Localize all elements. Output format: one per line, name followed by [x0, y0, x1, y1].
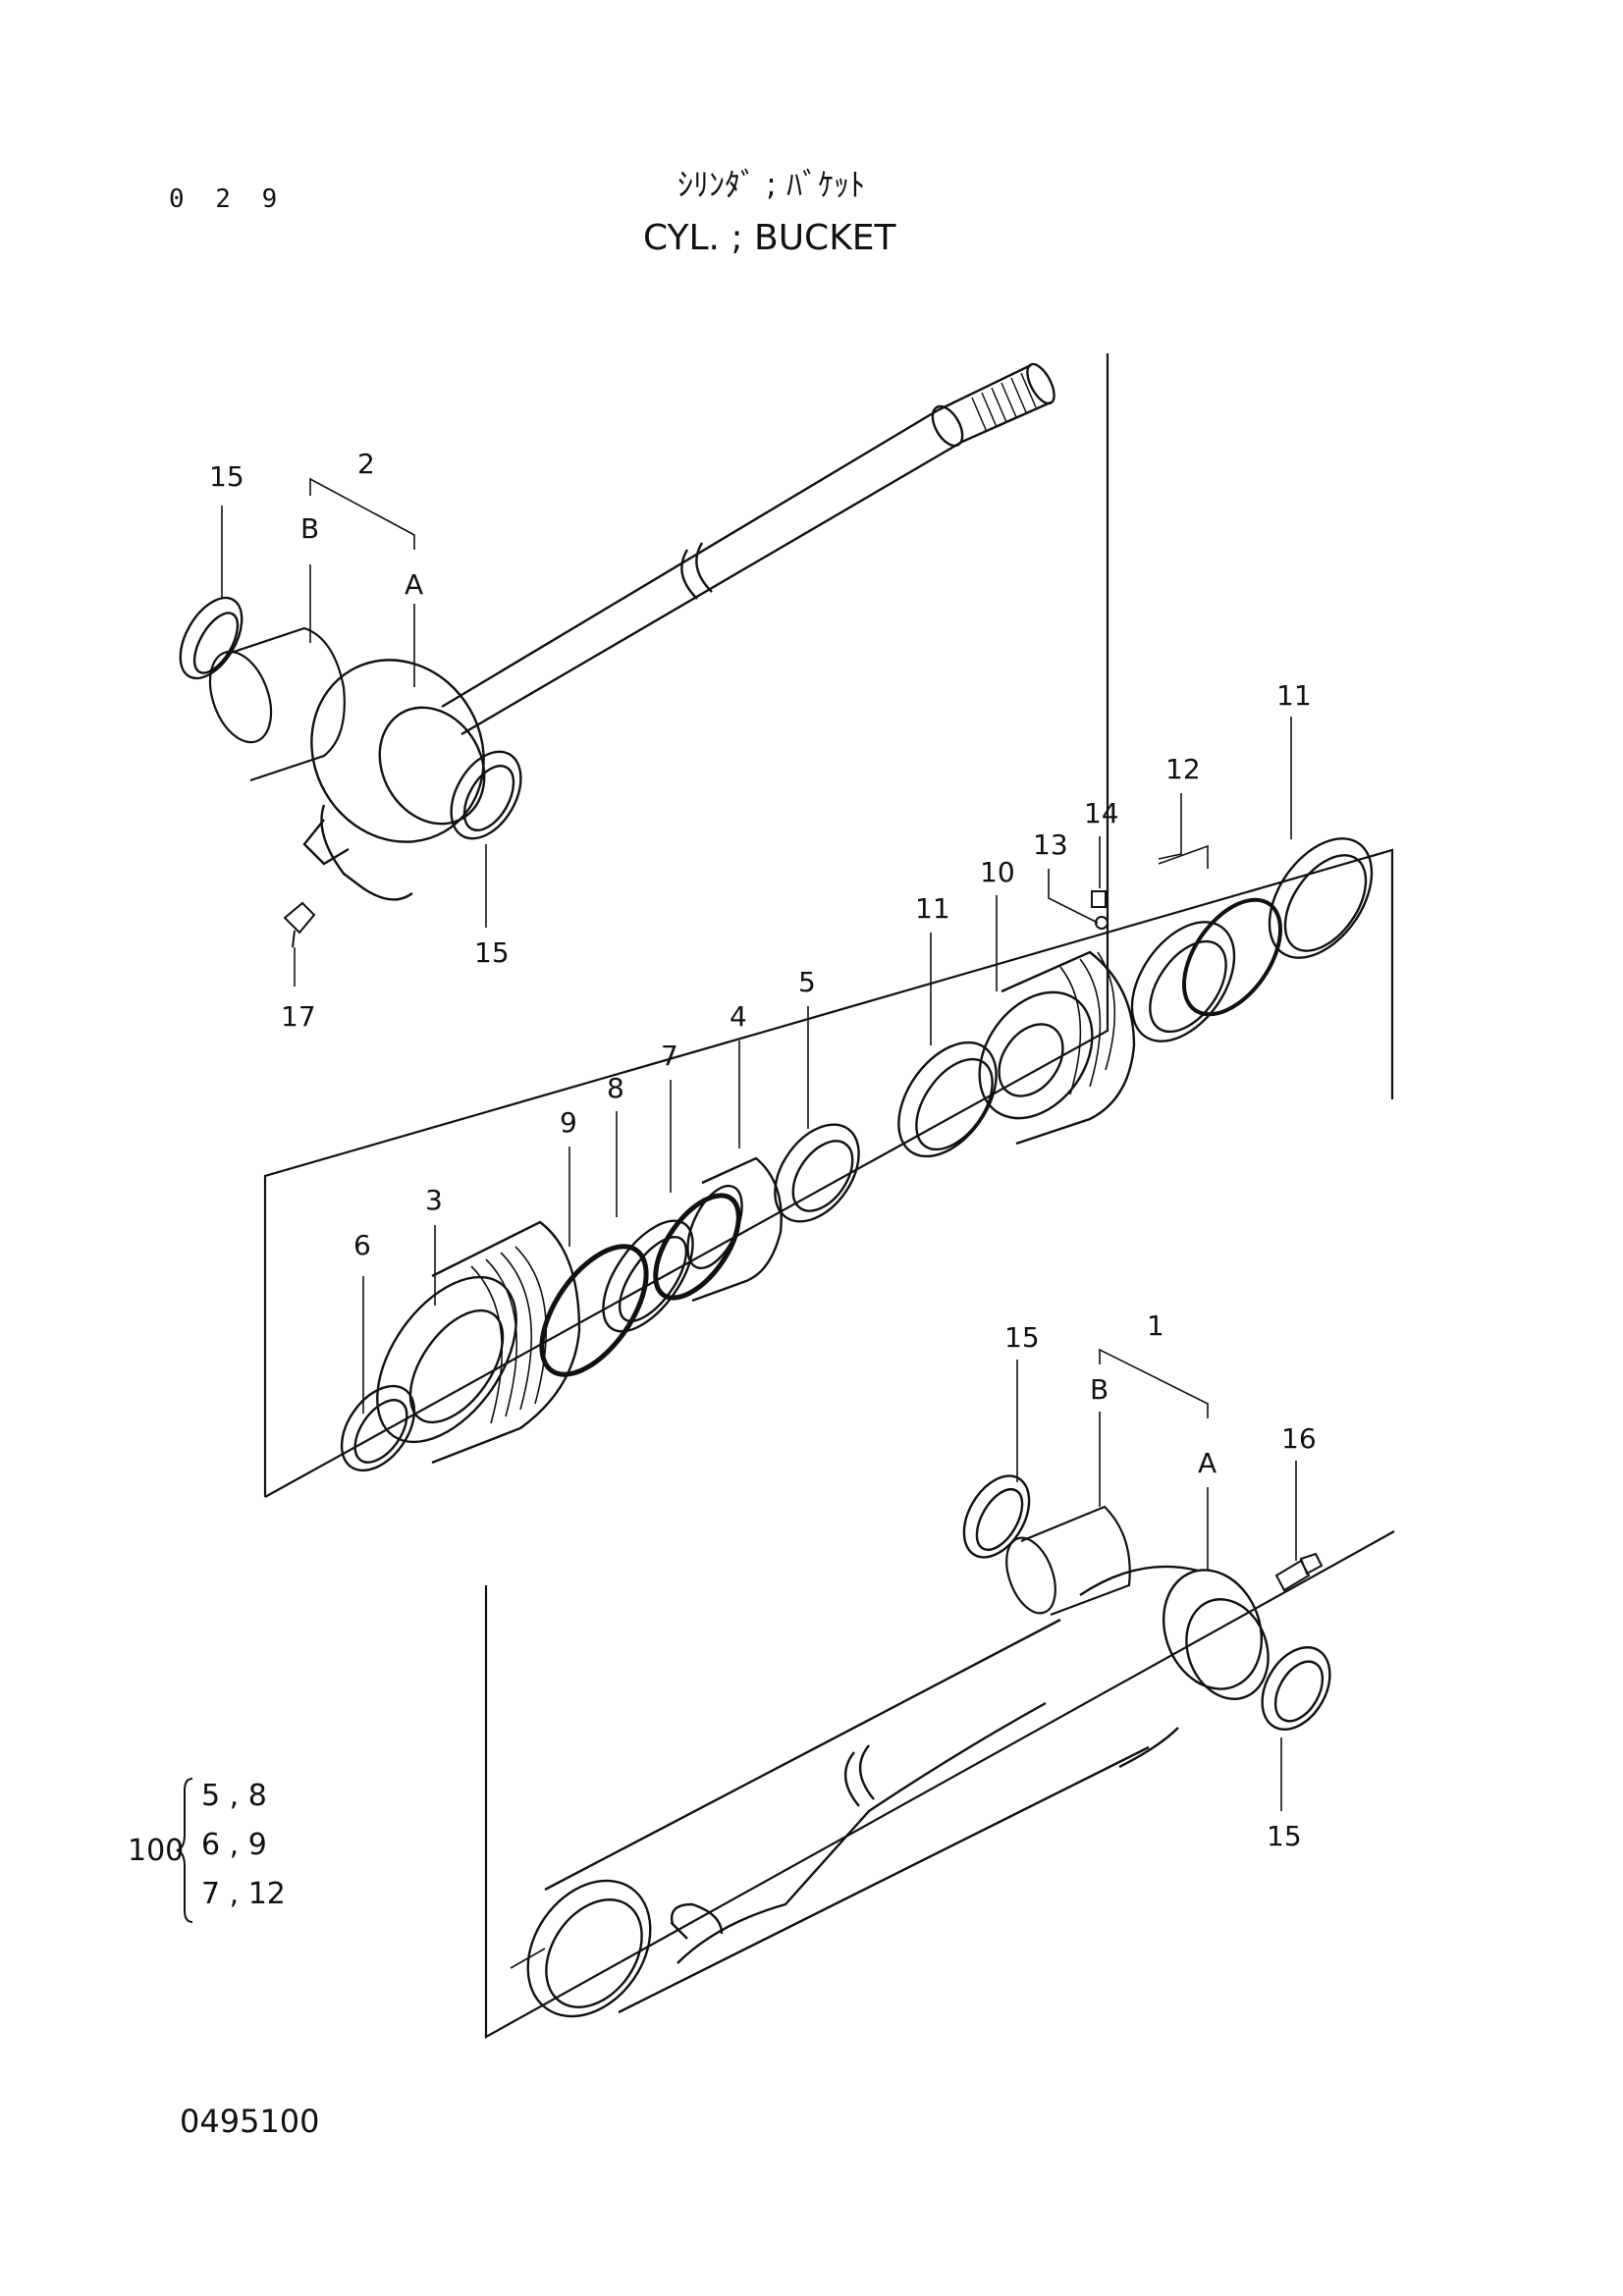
callout-15: 15 [1267, 1820, 1302, 1852]
tube-seal-right [1261, 1646, 1331, 1731]
callout-17: 17 [281, 1000, 316, 1033]
brace-icon [176, 1778, 193, 1923]
panel-piston-outline [263, 848, 1394, 1497]
tube-eye-end [1079, 1565, 1270, 1769]
kit-row: 5 , 8 [201, 1779, 267, 1813]
callout-1: 1 [1147, 1309, 1164, 1342]
callout-labels: 15 2 B A 15 17 6 3 9 8 7 4 5 11 10 13 14… [209, 448, 1317, 1852]
kit-row: 6 , 9 [201, 1828, 267, 1862]
backup-ring-8 [602, 1219, 694, 1333]
callout-1-a: A [1198, 1447, 1217, 1479]
callout-11: 11 [1276, 679, 1312, 712]
kit-row: 7 , 12 [201, 1877, 286, 1911]
panel-tube-outline [484, 1530, 1395, 2039]
rod-cover-3 [376, 1220, 581, 1465]
drawing-number: 0495100 [180, 2103, 320, 2140]
wear-ring-11-right [1268, 837, 1374, 959]
grease-fitting-17 [283, 901, 316, 948]
title-japanese: ｼﾘﾝﾀﾞ ; ﾊﾞｹｯﾄ [677, 166, 866, 203]
callout-1-b: B [1090, 1373, 1109, 1406]
grease-fitting-16 [1274, 1552, 1324, 1592]
tube-seal-left [962, 1474, 1031, 1559]
rod-eye-end [302, 659, 486, 901]
callout-4: 4 [730, 1000, 747, 1033]
callout-16: 16 [1281, 1422, 1317, 1455]
callout-3: 3 [425, 1184, 443, 1216]
set-screw-14 [1091, 890, 1107, 908]
callout-2-b: B [300, 512, 319, 545]
steel-ball-13 [1095, 916, 1109, 930]
kit-number: 100 [128, 1834, 185, 1868]
seal-5 [774, 1123, 860, 1223]
callout-13: 13 [1033, 828, 1068, 861]
callout-6: 6 [353, 1229, 371, 1261]
rod-seal-right [450, 750, 522, 840]
callout-14: 14 [1084, 797, 1119, 829]
callout-15: 15 [209, 460, 244, 493]
callout-5: 5 [798, 966, 816, 998]
piston-rod [441, 362, 1055, 736]
leader-lines [221, 477, 1297, 1969]
callout-9: 9 [560, 1106, 577, 1139]
tube-bushing-b [1005, 1505, 1131, 1617]
seal-ring-12 [1130, 897, 1283, 1042]
callout-2: 2 [357, 448, 375, 480]
rod-seal-left [179, 596, 243, 680]
cylinder-tube [526, 1618, 1150, 2018]
callout-2-a: A [405, 568, 423, 601]
callout-8: 8 [607, 1072, 624, 1104]
callout-15: 15 [474, 936, 510, 969]
o-ring-7 [653, 1193, 741, 1301]
callout-11: 11 [915, 892, 950, 925]
seal-kit-legend: 100 5 , 8 6 , 9 7 , 12 [128, 1777, 324, 1929]
wiper-ring-6 [340, 1384, 416, 1472]
bushing-4 [686, 1156, 783, 1303]
page-number: 0 2 9 [169, 185, 286, 214]
panel-rod-outline [264, 353, 1109, 1498]
wear-ring-11-left [897, 1041, 998, 1158]
rod-thread [971, 372, 1037, 433]
rod-bushing-b [208, 626, 346, 782]
title-english: CYL. ; BUCKET [643, 218, 896, 258]
callout-15: 15 [1004, 1321, 1040, 1354]
callout-10: 10 [980, 856, 1015, 888]
piston-10 [978, 950, 1136, 1146]
callout-7: 7 [661, 1040, 678, 1072]
callout-12: 12 [1165, 753, 1201, 785]
